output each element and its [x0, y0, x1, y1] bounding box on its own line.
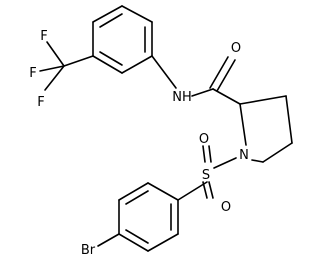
bond — [118, 182, 149, 201]
atom-nh: NH — [172, 90, 192, 105]
structure-diagram: F F F O NH N S O O — [29, 5, 293, 258]
phenyl-ring-bottom — [118, 182, 179, 252]
bond-double — [208, 181, 214, 199]
atom-o-carbonyl: O — [231, 41, 241, 56]
bond-double — [125, 190, 149, 205]
bond-double — [99, 13, 123, 28]
atom-f-top: F — [40, 29, 47, 44]
bond — [121, 5, 153, 23]
atom-o-sulfonyl-bottom: O — [221, 200, 231, 215]
bond — [177, 181, 208, 201]
bond — [97, 233, 120, 247]
bond — [121, 55, 153, 74]
bond-double — [125, 229, 149, 244]
sulfonyl-group: S O O — [177, 132, 237, 215]
bond — [285, 95, 293, 144]
bond — [118, 233, 149, 252]
atom-n-ring: N — [239, 148, 249, 163]
bond — [92, 5, 123, 23]
bond — [251, 159, 264, 163]
bond-double — [202, 145, 206, 163]
bond — [44, 65, 65, 91]
bond — [39, 65, 65, 72]
bond-double — [208, 145, 212, 163]
bromo-substituent: Br — [81, 233, 120, 258]
bond — [213, 157, 237, 169]
amide-group: O NH — [151, 41, 241, 105]
bond — [46, 41, 65, 67]
molecule-canvas: F F F O NH N S O O — [29, 5, 293, 258]
atom-br: Br — [81, 243, 96, 258]
bond-double — [216, 59, 236, 92]
bond-double — [209, 56, 229, 89]
bond — [262, 142, 293, 163]
atom-f-left: F — [29, 66, 36, 81]
pyrrolidine-ring: N — [239, 95, 293, 163]
bond — [191, 88, 214, 97]
bond — [63, 55, 94, 67]
bond — [92, 55, 123, 74]
atom-o-sulfonyl-top: O — [199, 132, 209, 147]
bond — [239, 95, 287, 105]
trifluoromethyl-group: F F F — [29, 29, 94, 110]
atom-f-bottom: F — [37, 95, 44, 110]
bond — [147, 182, 179, 201]
atom-s: S — [202, 168, 210, 183]
phenyl-ring-top — [92, 5, 153, 74]
bond-double — [202, 181, 208, 199]
bond-double — [99, 51, 123, 66]
bond — [239, 103, 247, 146]
bond — [151, 55, 177, 89]
bond — [147, 233, 179, 252]
